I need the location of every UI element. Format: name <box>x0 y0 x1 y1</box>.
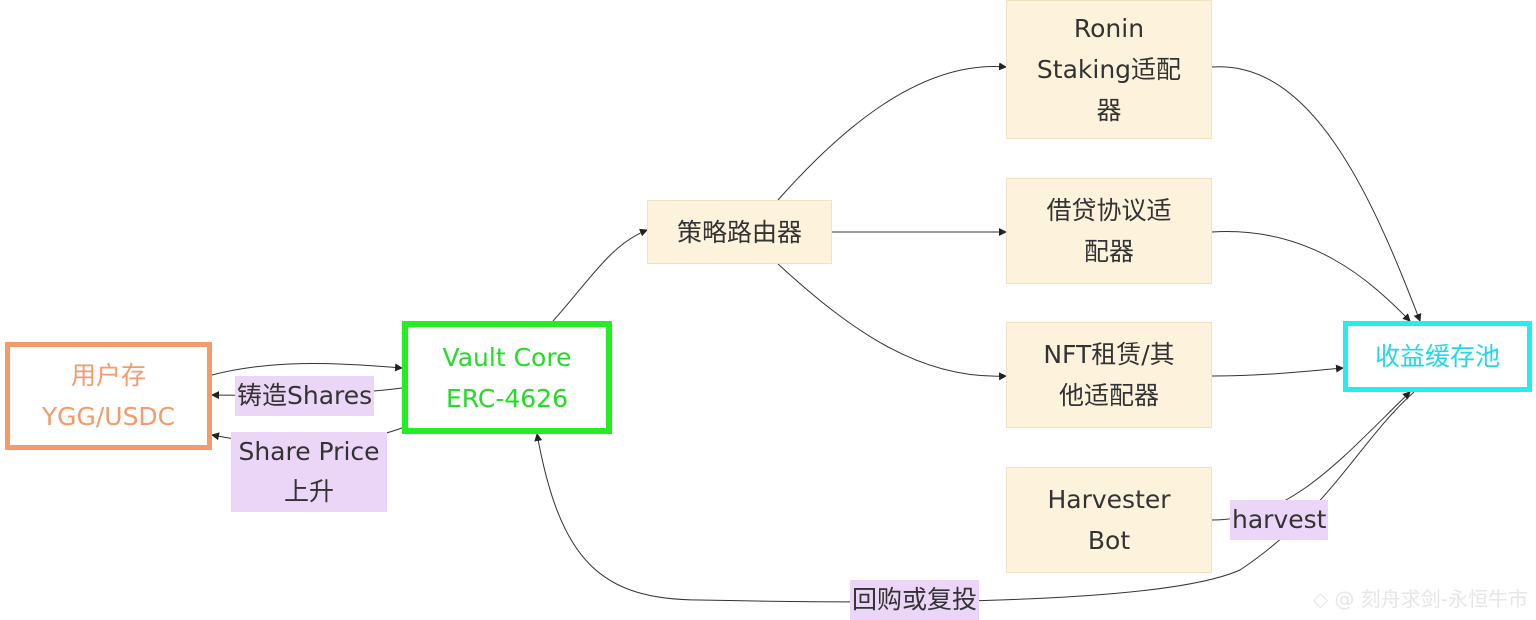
mint-shares-edge-label: 铸造Shares <box>235 376 375 416</box>
edge-lending-pool <box>1211 231 1411 322</box>
yield-cache-pool-label: 收益缓存池 <box>1374 342 1500 371</box>
ronin-staking-adapter-node: Ronin Staking适配 器 <box>1006 0 1212 139</box>
edge-ronin-pool <box>1211 66 1422 322</box>
lending-adapter-node: 借贷协议适 配器 <box>1006 178 1212 284</box>
nft-rental-adapter-label: NFT租赁/其 他适配器 <box>1043 340 1175 410</box>
share-price-edge-label: Share Price 上升 <box>231 432 387 512</box>
harvester-bot-node: Harvester Bot <box>1006 467 1212 573</box>
strategy-router-node: 策略路由器 <box>647 200 832 264</box>
edge-router-nft <box>777 263 1007 381</box>
strategy-router-label: 策略路由器 <box>676 217 802 247</box>
harvester-bot-label: Harvester Bot <box>1047 485 1171 555</box>
ronin-staking-adapter-label: Ronin Staking适配 器 <box>1036 14 1182 125</box>
watermark: ◇ @ 刻舟求剑-永恒牛市 <box>1312 587 1528 611</box>
edge-nft-pool <box>1211 364 1344 377</box>
edge-router-ronin <box>777 62 1007 201</box>
edge-user-vault <box>211 363 403 376</box>
buyback-reinvest-edge-label: 回购或复投 <box>850 580 980 620</box>
edge-pool-vault <box>534 391 1415 603</box>
user-deposit-label: 用户存 YGG/USDC <box>41 361 176 431</box>
nft-rental-adapter-node: NFT租赁/其 他适配器 <box>1006 322 1212 428</box>
vault-core-label: Vault Core ERC-4626 <box>442 342 572 413</box>
lending-adapter-label: 借贷协议适 配器 <box>1046 196 1172 266</box>
yield-cache-pool-node: 收益缓存池 <box>1343 321 1532 392</box>
user-deposit-node: 用户存 YGG/USDC <box>5 342 212 450</box>
edge-vault-router <box>552 228 648 322</box>
harvest-edge-label: harvest <box>1230 500 1329 540</box>
vault-core-node: Vault Core ERC-4626 <box>402 321 612 434</box>
